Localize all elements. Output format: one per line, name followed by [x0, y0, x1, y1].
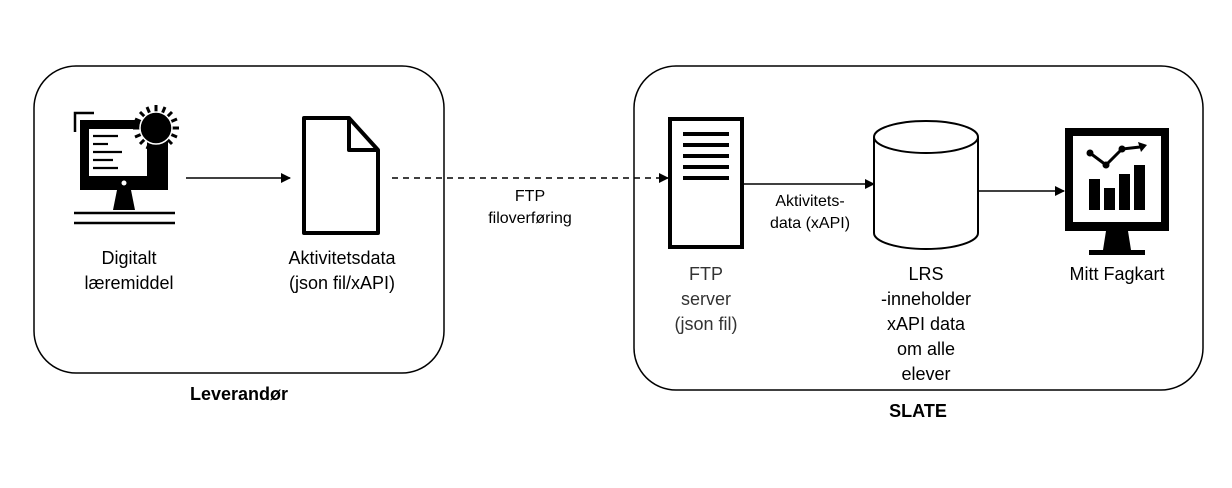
leverandor-group-box — [33, 65, 445, 374]
database-icon — [873, 120, 979, 250]
slate-title: SLATE — [889, 401, 947, 421]
xapi-edge-label: Aktivitets- data (xAPI) — [769, 193, 851, 232]
fagkart-label: Mitt Fagkart — [1069, 264, 1165, 284]
ftp-transfer-label: FTP filoverføring — [488, 188, 572, 227]
ftp-server-label: FTP server (json fil) — [674, 264, 738, 334]
server-icon — [668, 117, 744, 249]
monitor-chart-icon — [1065, 128, 1169, 255]
document-icon — [302, 116, 380, 235]
slate-group-box — [633, 65, 1204, 391]
computer-gear-icon — [73, 105, 179, 225]
digital-label: Digitalt læremiddel — [84, 248, 174, 293]
lrs-label: LRS -inneholder xAPI data om alle elever — [880, 264, 972, 384]
aktivitetsdata-label: Aktivitetsdata (json fil/xAPI) — [288, 248, 396, 293]
leverandor-title: Leverandør — [189, 384, 289, 404]
